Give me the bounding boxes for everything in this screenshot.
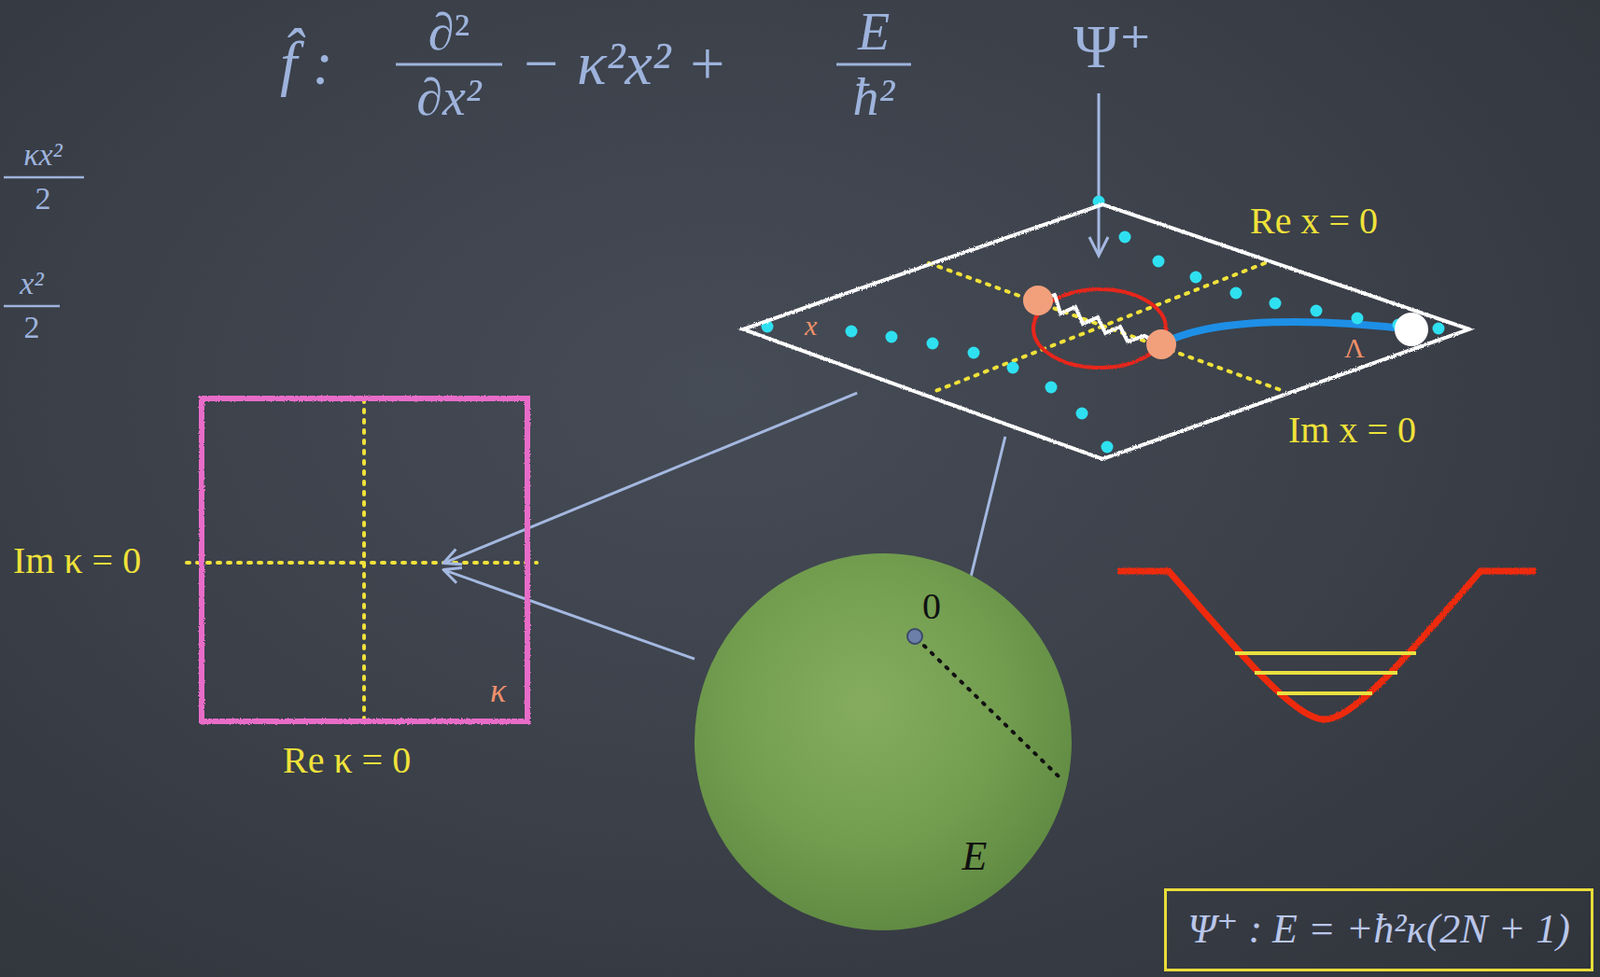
variable-label: Λ — [1344, 332, 1365, 365]
potential-curve — [1117, 571, 1536, 720]
zero-dot — [1101, 441, 1114, 454]
diamond-outline — [743, 204, 1470, 460]
branch-point — [1146, 329, 1177, 360]
energy-level — [1277, 691, 1373, 696]
formula-term: ∂² — [428, 1, 470, 62]
origin-dot — [907, 629, 923, 645]
axis-label: Im κ = 0 — [13, 539, 141, 583]
formula-term: ∂x² — [416, 67, 481, 127]
energy-level — [1235, 651, 1417, 656]
zero-dot — [968, 347, 981, 360]
fraction-bar — [836, 63, 912, 67]
formula-fragment: x² — [19, 265, 43, 302]
red-contour — [1033, 289, 1166, 368]
pointer-arrow — [1097, 93, 1101, 254]
dotted-ray — [924, 645, 1060, 778]
formula-fragment: κx² — [23, 136, 63, 173]
formula-term: E — [857, 1, 890, 62]
mapping-arrow — [443, 392, 857, 565]
disc-fill — [694, 553, 1072, 931]
axis-label: Re x = 0 — [1249, 199, 1378, 243]
variable-label: x — [804, 309, 817, 343]
zero-dot — [1432, 322, 1446, 336]
variable-label: κ — [490, 672, 506, 711]
variable-label: E — [962, 833, 988, 882]
zero-dot — [1045, 381, 1058, 394]
operator-symbol: f̂ : — [280, 28, 334, 99]
wavefunction-label: Ψ⁺ — [1073, 11, 1152, 83]
zero-dot — [1007, 362, 1020, 375]
zero-dot — [1230, 287, 1243, 300]
endpoint-dot — [1394, 312, 1429, 347]
result-box: Ψ⁺ : E = +ħ²κ(2N + 1) — [1164, 888, 1594, 972]
complex-x-plane: xΛ — [743, 204, 1470, 460]
kappa-plane: κ — [198, 395, 531, 725]
energy-disc: 0E — [694, 553, 1072, 931]
zero-dot — [926, 337, 940, 351]
energy-level — [1254, 671, 1398, 675]
zero-dot — [1190, 271, 1203, 284]
axis-label: Im x = 0 — [1288, 408, 1417, 452]
fraction-bar — [3, 176, 85, 180]
branch-point — [1023, 285, 1053, 316]
zero-dot — [1076, 407, 1089, 421]
zero-dot — [1351, 312, 1364, 325]
formula-fragment: 2 — [35, 180, 52, 217]
zero-dot — [845, 325, 858, 338]
zero-dot — [1269, 297, 1282, 310]
zero-dot — [885, 331, 899, 344]
square-outline — [198, 395, 531, 725]
spectrum-formula: Ψ⁺ : E = +ħ²κ(2N + 1) — [1187, 906, 1571, 955]
formula-fragment: 2 — [24, 308, 41, 346]
blue-path — [1161, 322, 1412, 345]
axis-label: Re κ = 0 — [282, 739, 411, 783]
branch-cut — [1038, 294, 1162, 345]
zero-dot — [1152, 255, 1165, 268]
zero-dots — [761, 196, 1446, 454]
axis-dotted-line — [362, 399, 366, 721]
zero-dot — [1310, 305, 1323, 318]
formula-term: − κ²x² + — [519, 28, 729, 99]
arrow-head — [1089, 237, 1109, 256]
formula-term: ħ² — [853, 67, 896, 127]
diamond-outline — [743, 204, 1470, 460]
origin-label: 0 — [922, 585, 941, 629]
axis-dotted-line — [186, 561, 537, 565]
fraction-bar — [3, 305, 60, 309]
zero-dot — [1119, 231, 1132, 244]
square-outline — [201, 398, 528, 722]
circle-outline — [694, 553, 1072, 931]
mapping-arrow — [443, 567, 695, 660]
fraction-bar — [395, 63, 503, 67]
